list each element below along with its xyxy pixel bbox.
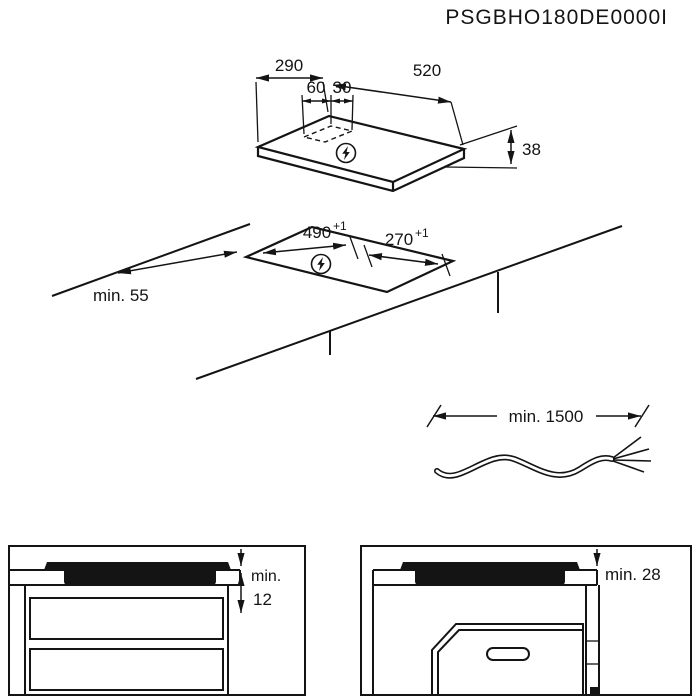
oven-side-view: min. 28 (360, 545, 692, 696)
oven-outline (431, 623, 584, 695)
isometric-hob-view (254, 114, 468, 193)
drawing-title: PSGBHO180DE0000I (445, 6, 668, 29)
dim-conn-offset-left: 60 (307, 78, 326, 97)
cabinet-side-view: min. 12 (8, 545, 306, 696)
dim-hob-thickness: 38 (522, 140, 541, 159)
worktop-front-edge (195, 225, 623, 380)
dim-hob-depth: 520 (413, 61, 441, 80)
cable-wire-ends (612, 436, 652, 473)
drawer-front-lower (29, 648, 224, 691)
dim-cutout-length: 490 (303, 223, 331, 242)
power-cable: min. 1500 (426, 404, 652, 479)
hob-body-profile (415, 570, 565, 585)
dim-cutout-width-tol: +1 (415, 226, 429, 240)
cable-curve-core (435, 456, 614, 478)
cutout-outline (242, 225, 457, 294)
dim-clearance-below-value: 12 (253, 590, 272, 609)
dim-cable-length: min. 1500 (509, 407, 584, 426)
oven-handle (486, 647, 530, 661)
hob-glass-profile (44, 562, 231, 570)
dim-cutout-width: 270 (385, 230, 413, 249)
hob-body-profile (64, 570, 216, 585)
oven-inner-line (437, 629, 583, 695)
cutout-top-view: 490 +1 270 +1 (242, 219, 457, 294)
lightning-bolt-icon (335, 142, 357, 164)
dim-clearance-below-prefix: min. (251, 568, 281, 585)
view-frame (360, 545, 692, 696)
drawer-front-upper (29, 597, 224, 640)
worktop-rear-edge (51, 223, 251, 297)
hob-thickness-edges (256, 147, 466, 193)
dim-hob-width: 290 (275, 56, 303, 75)
dim-edge-clearance: min. 55 (93, 286, 149, 305)
dim-clearance-oven: min. 28 (605, 565, 661, 584)
lightning-bolt-icon (310, 253, 332, 275)
hob-glass-profile (400, 562, 580, 570)
connection-area-dashed (301, 125, 355, 143)
side-panel (585, 585, 600, 695)
view-frame (8, 545, 306, 696)
worktop-lines: min. 55 (51, 223, 623, 380)
dim-cutout-length-tol: +1 (333, 219, 347, 233)
iso-dimensions: 290 60 30 520 38 (255, 56, 541, 169)
